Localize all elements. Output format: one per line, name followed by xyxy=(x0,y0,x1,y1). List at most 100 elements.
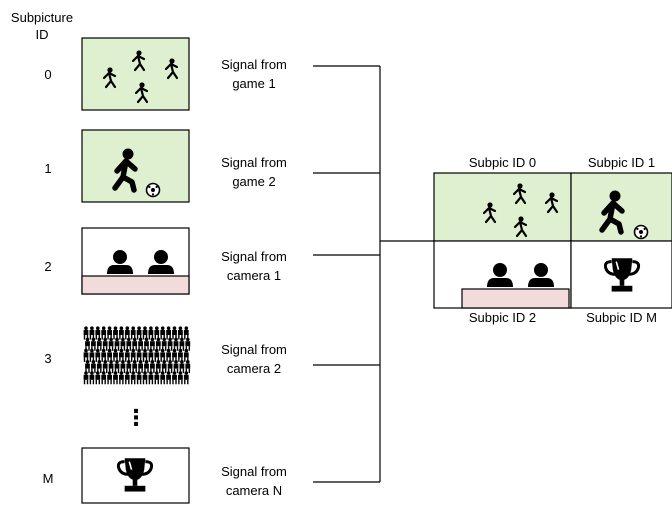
crowd-person xyxy=(118,325,125,341)
crowd-person xyxy=(183,348,190,363)
crowd-person xyxy=(94,370,101,385)
signal-label-0: Signal from game 1 xyxy=(221,57,287,91)
crowd-person xyxy=(171,348,178,363)
crowd-person xyxy=(184,336,191,352)
header-line-1: Subpicture xyxy=(10,10,74,25)
crowd-person xyxy=(118,348,125,363)
subpicture-m-box xyxy=(81,447,190,504)
crowd-person xyxy=(184,359,191,374)
ellipsis-marker: ⋮ xyxy=(125,405,147,430)
crowd-person xyxy=(124,348,131,363)
crowd-person xyxy=(137,359,144,374)
row-id-m: M xyxy=(42,471,54,486)
crowd-person xyxy=(177,325,184,341)
crowd-person xyxy=(136,325,143,341)
row-id-1: 1 xyxy=(44,161,52,176)
header-line-2: ID xyxy=(35,27,49,42)
crowd-person xyxy=(183,325,190,341)
signal-label-3: Signal from camera 2 xyxy=(221,342,287,376)
crowd-person xyxy=(131,359,138,374)
crowd-person xyxy=(84,359,91,374)
crowd-person xyxy=(106,325,113,341)
crowd-icon xyxy=(82,325,191,385)
subpicture-1-box xyxy=(81,129,190,203)
crowd-person xyxy=(153,348,160,363)
crowd-person xyxy=(161,336,168,352)
crowd-person xyxy=(82,370,90,385)
crowd-person xyxy=(147,325,154,341)
crowd-person xyxy=(136,348,143,363)
crowd-person xyxy=(153,325,160,341)
crowd-person xyxy=(130,325,137,341)
composite-picture xyxy=(433,172,672,309)
crowd-person xyxy=(141,348,149,363)
crowd-person xyxy=(106,370,113,385)
crowd-person xyxy=(106,348,113,363)
crowd-person xyxy=(90,336,97,352)
crowd-person xyxy=(143,359,150,374)
crowd-person xyxy=(112,325,119,341)
signal-label-1: Signal from game 2 xyxy=(221,155,287,189)
connector-lines xyxy=(313,65,434,483)
crowd-person xyxy=(131,336,138,352)
composite-label-1: Subpic ID 1 xyxy=(587,155,656,170)
crowd-person xyxy=(153,370,160,385)
crowd-person xyxy=(113,359,121,374)
crowd-person xyxy=(178,359,185,374)
crowd-person xyxy=(147,348,154,363)
crowd-person xyxy=(165,348,172,363)
crowd-person xyxy=(84,336,91,352)
crowd-person xyxy=(177,370,184,385)
crowd-person xyxy=(107,336,115,352)
crowd-person xyxy=(130,348,137,363)
crowd-person xyxy=(172,359,180,374)
subpicture-id-header: Subpicture ID xyxy=(0,9,84,43)
crowd-person xyxy=(130,370,137,385)
subpicture-0-box xyxy=(81,37,190,111)
crowd-person xyxy=(94,325,101,341)
crowd-person xyxy=(88,370,96,385)
crowd-person xyxy=(124,370,131,385)
crowd-person xyxy=(165,325,172,341)
crowd-person xyxy=(155,336,162,352)
crowd-person xyxy=(171,370,178,385)
row-id-0: 0 xyxy=(44,67,52,82)
composite-label-2: Subpic ID 2 xyxy=(468,310,537,325)
crowd-person xyxy=(100,348,107,363)
crowd-person xyxy=(159,370,166,385)
composite-label-0: Subpic ID 0 xyxy=(468,155,537,170)
crowd-person xyxy=(143,336,150,352)
subpicture-3-box xyxy=(82,325,191,385)
crowd-person xyxy=(172,336,180,352)
crowd-person xyxy=(141,370,149,385)
crowd-person xyxy=(124,325,131,341)
crowd-person xyxy=(141,325,149,341)
crowd-person xyxy=(155,359,162,374)
subpicture-2-box xyxy=(81,227,190,295)
crowd-person xyxy=(96,359,103,374)
crowd-person xyxy=(159,348,166,363)
crowd-person xyxy=(107,359,115,374)
crowd-person xyxy=(88,325,96,341)
crowd-person xyxy=(119,359,127,374)
crowd-person xyxy=(149,359,156,374)
crowd-person xyxy=(165,370,172,385)
crowd-person xyxy=(118,370,125,385)
crowd-person xyxy=(90,359,97,374)
crowd-person xyxy=(82,325,90,341)
crowd-person xyxy=(112,370,119,385)
crowd-person xyxy=(161,359,168,374)
crowd-person xyxy=(119,336,127,352)
crowd-person xyxy=(177,348,184,363)
row-id-3: 3 xyxy=(44,351,52,366)
crowd-person xyxy=(125,359,132,374)
crowd-person xyxy=(183,370,190,385)
crowd-person xyxy=(82,348,90,363)
crowd-person xyxy=(137,336,144,352)
crowd-person xyxy=(167,359,174,374)
crowd-person xyxy=(147,370,154,385)
crowd-person xyxy=(136,370,143,385)
crowd-person xyxy=(113,336,121,352)
